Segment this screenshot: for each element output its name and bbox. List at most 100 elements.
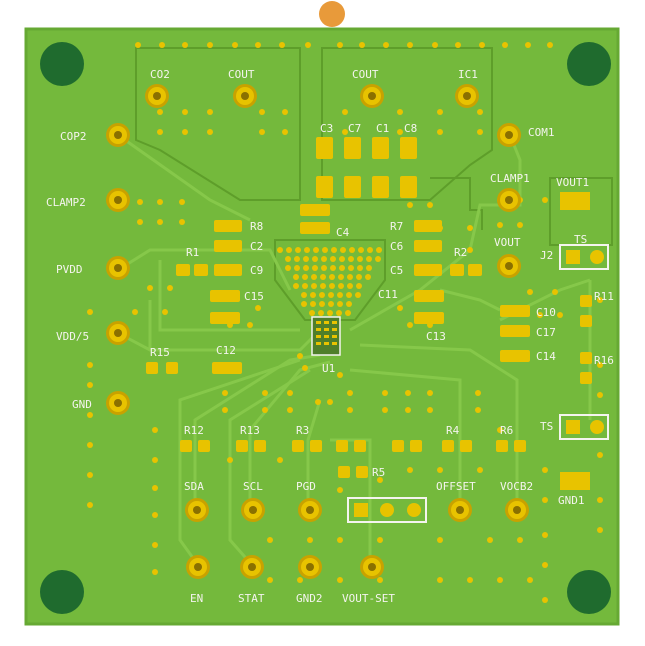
smd-pad	[410, 440, 422, 452]
smd-pad	[194, 264, 208, 276]
via	[342, 129, 348, 135]
silk-label-r5: R5	[372, 466, 385, 479]
via	[467, 247, 473, 253]
via	[321, 256, 327, 262]
via	[397, 305, 403, 311]
via	[377, 577, 383, 583]
via	[179, 199, 185, 205]
silk-label-cop2: COP2	[60, 130, 87, 143]
via	[330, 256, 336, 262]
smd-pad	[166, 362, 178, 374]
silk-label-r8: R8	[250, 220, 263, 233]
via	[135, 42, 141, 48]
smd-pad	[214, 264, 242, 276]
silk-label-c5: C5	[390, 264, 403, 277]
via	[152, 569, 158, 575]
smd-pad	[400, 137, 417, 159]
smd-pad	[210, 290, 240, 302]
silk-label-sda: SDA	[184, 480, 204, 493]
via	[542, 467, 548, 473]
smd-pad	[356, 466, 368, 478]
via	[346, 292, 352, 298]
via	[348, 256, 354, 262]
via	[318, 310, 324, 316]
smd-pad	[338, 466, 350, 478]
via	[285, 256, 291, 262]
via	[552, 289, 558, 295]
via	[597, 297, 603, 303]
via	[222, 407, 228, 413]
via	[342, 109, 348, 115]
via	[147, 285, 153, 291]
via	[356, 274, 362, 280]
via	[303, 256, 309, 262]
smd-pads	[146, 137, 592, 478]
via	[327, 310, 333, 316]
via	[157, 219, 163, 225]
silk-label-r3: R3	[296, 424, 309, 437]
via	[479, 42, 485, 48]
via	[329, 274, 335, 280]
via	[405, 407, 411, 413]
via	[287, 390, 293, 396]
silk-label-vocb2: VOCB2	[500, 480, 533, 493]
via	[255, 42, 261, 48]
via	[297, 353, 303, 359]
via	[222, 390, 228, 396]
via	[339, 265, 345, 271]
via	[375, 256, 381, 262]
silk-label-c9: C9	[250, 264, 263, 277]
via	[132, 309, 138, 315]
via	[407, 322, 413, 328]
via	[542, 597, 548, 603]
silk-label-r1: R1	[186, 246, 199, 259]
via	[312, 256, 318, 262]
via	[152, 542, 158, 548]
smd-pad	[414, 264, 442, 276]
test-point	[497, 254, 521, 278]
silk-label-vdd5: VDD/5	[56, 330, 89, 343]
silk-label-c12: C12	[216, 344, 236, 357]
smd-pad	[500, 325, 530, 337]
via	[302, 283, 308, 289]
via	[337, 42, 343, 48]
smd-pad	[414, 290, 444, 302]
via	[137, 199, 143, 205]
via	[328, 301, 334, 307]
via	[547, 42, 553, 48]
via	[319, 301, 325, 307]
via	[437, 129, 443, 135]
smd-pad	[400, 176, 417, 198]
smd-pad	[300, 204, 330, 216]
via	[477, 109, 483, 115]
via-field	[277, 247, 382, 316]
via	[277, 457, 283, 463]
via	[542, 197, 548, 203]
via	[355, 292, 361, 298]
vout1-pad	[560, 192, 590, 210]
u1-chip	[311, 316, 341, 356]
silk-label-r6: R6	[500, 424, 513, 437]
via	[207, 109, 213, 115]
silk-label-c11: C11	[378, 288, 398, 301]
via	[313, 247, 319, 253]
via	[348, 265, 354, 271]
via	[338, 274, 344, 280]
via	[427, 407, 433, 413]
via	[301, 301, 307, 307]
smd-pad	[198, 440, 210, 452]
via	[340, 247, 346, 253]
via	[356, 283, 362, 289]
via	[337, 487, 343, 493]
via	[159, 42, 165, 48]
via	[377, 477, 383, 483]
smd-pad	[414, 312, 444, 324]
via	[328, 292, 334, 298]
via	[282, 109, 288, 115]
via	[437, 467, 443, 473]
smd-pad	[344, 137, 361, 159]
via	[366, 256, 372, 262]
via	[247, 322, 253, 328]
silk-label-r2: R2	[454, 246, 467, 259]
via	[337, 292, 343, 298]
